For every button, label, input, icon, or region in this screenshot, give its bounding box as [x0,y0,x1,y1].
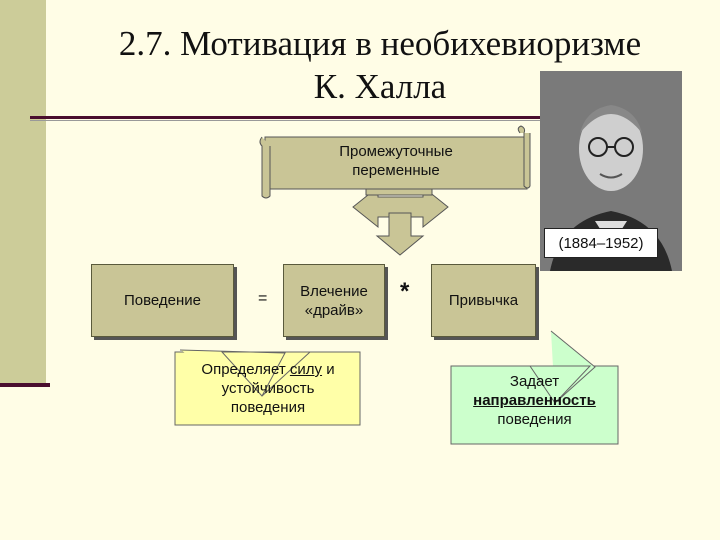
slide-title: 2.7. Мотивация в необихевиоризме К. Халл… [60,22,700,108]
behavior-label: Поведение [123,292,202,309]
scroll-banner [259,125,531,199]
habit-callout-line-3: поведения [497,411,572,428]
drive-label-line-2: «драйв» [304,301,364,319]
title-line-2: К. Халла [313,67,447,106]
emph-strength: силу [289,361,323,378]
sidebar-band [0,0,46,385]
habit-callout-line-1: Задает [509,373,560,390]
drive-callout-line-1: Определяет силу и [201,361,335,378]
drive-box: Влечение «драйв» [283,264,385,337]
title-line-1: 2.7. Мотивация в необихевиоризме [118,24,642,63]
habit-label: Привычка [448,292,519,309]
callout-pointer-habit [529,330,596,404]
behavior-box: Поведение [91,264,234,337]
scroll-label-line-2: переменные [352,162,440,179]
callout-pointer-drive [179,349,312,397]
drive-label-line-1: Влечение [300,282,368,300]
emph-direction: направленность [473,392,596,409]
equals-sign: = [258,290,268,307]
drive-callout-text: Определяет силу и устойчивость поведения [177,360,359,417]
habit-callout-text: Задает направленность поведения [451,372,618,429]
sidebar-accent-line [0,383,50,387]
title-divider-shadow [30,120,682,121]
scroll-label: Промежуточные переменные [265,142,527,180]
scroll-label-line-1: Промежуточные [339,143,453,160]
drive-callout-line-2: устойчивость [221,380,315,397]
drive-callout-line-3: поведения [230,399,306,416]
multiply-sign: * [400,278,410,305]
down-arrow-icon [375,212,425,256]
years-label: (1884–1952) [544,228,658,258]
title-divider [30,116,682,119]
habit-box: Привычка [431,264,536,337]
